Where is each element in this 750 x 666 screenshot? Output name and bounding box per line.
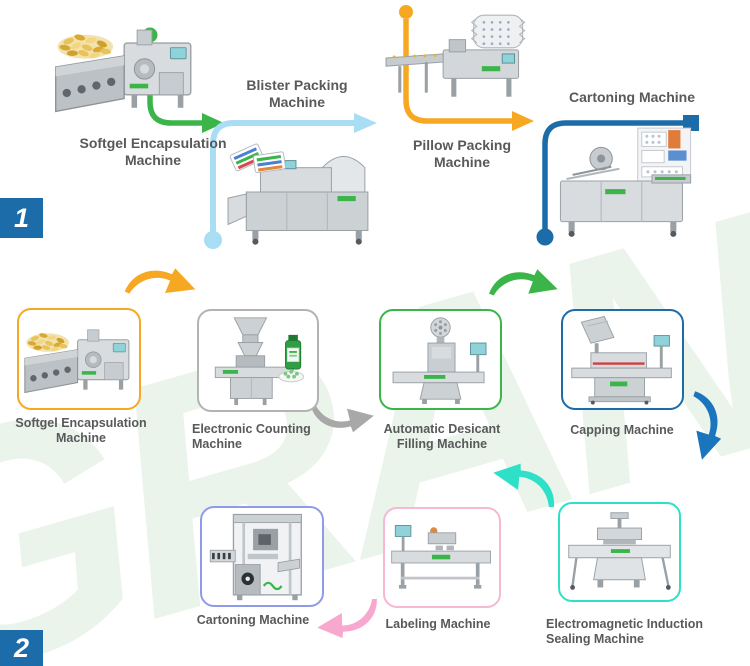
label-automatic-desicant-filling-machine: Automatic Desicant Filling Machine [383, 422, 501, 452]
label-softgel-encapsulation-machine-2: Softgel Encapsulation Machine [15, 416, 147, 446]
card-automatic-desicant-filling-machine [379, 309, 502, 410]
card-softgel-encapsulation-machine [17, 308, 141, 410]
card-labeling-machine [383, 507, 501, 608]
connector-orange-elbow-arrow [399, 5, 534, 131]
softgel-encapsulation-machine-image [52, 16, 200, 120]
label-pillow-packing-machine: Pillow Packing Machine [412, 137, 512, 171]
label-softgel-encapsulation-machine: Softgel Encapsulation Machine [79, 135, 227, 169]
pillow-packing-machine-image [384, 8, 542, 108]
flow1-number-badge: 1 [0, 198, 43, 238]
label-labeling-machine: Labeling Machine [385, 617, 491, 631]
connector-darkblue-elbow-line [536, 115, 699, 246]
label-electromagnetic-induction-sealing-machine: Electromagnetic Induction Sealing Machin… [546, 617, 703, 647]
card-cartoning-machine [200, 506, 324, 607]
connector-lightblue-elbow-arrow [204, 113, 377, 249]
label-blister-packing-machine: Blister Packing Machine [246, 77, 348, 111]
card-electronic-counting-machine [197, 309, 319, 412]
label-capping-machine: Capping Machine [570, 423, 674, 437]
card-capping-machine [561, 309, 684, 410]
flow2-number-badge: 2 [0, 630, 43, 666]
card-electromagnetic-induction-sealing-machine [558, 502, 681, 602]
cartoning-machine-image [552, 122, 697, 242]
label-cartoning-machine-2: Cartoning Machine [196, 613, 310, 627]
label-cartoning-machine: Cartoning Machine [568, 89, 695, 105]
label-electronic-counting-machine: Electronic Counting Machine [192, 422, 311, 452]
